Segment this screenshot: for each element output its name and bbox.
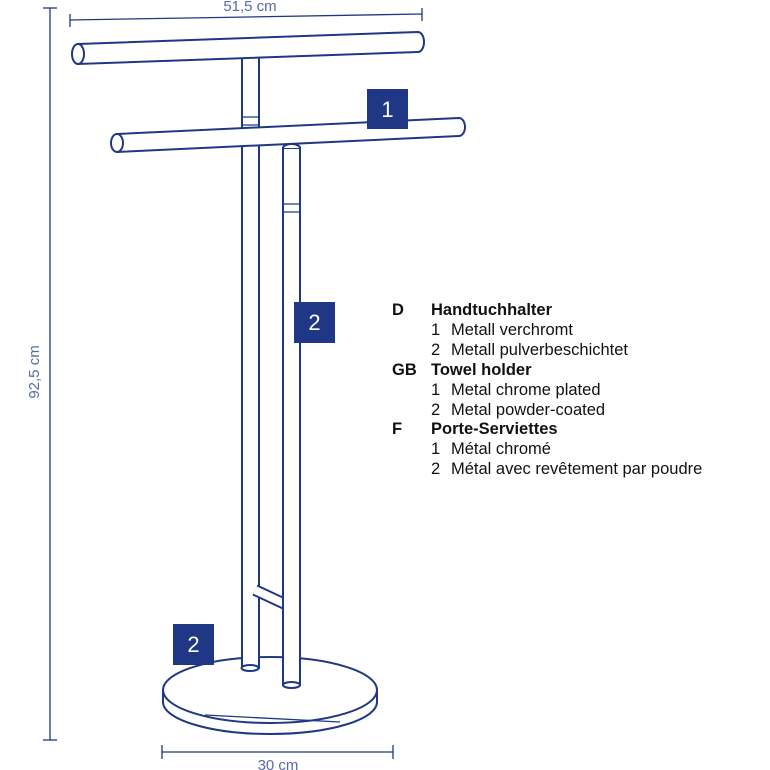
legend-item-number: 1 [431,320,441,339]
dimension-top-width: 51,5 cm [69,0,423,27]
svg-text:2: 2 [308,310,320,335]
legend-item-text: Metal chrome plated [451,380,601,399]
legend-section-f: F Porte-Serviettes 1 Métal chromé 2 Méta… [392,420,702,480]
legend-section-gb: GB Towel holder 1 Metal chrome plated 2 … [392,361,702,421]
connector-peg [252,584,288,610]
legend-item-text: Metall pulverbeschichtet [451,340,629,359]
svg-text:1: 1 [381,97,393,122]
front-upright [282,143,301,689]
dimension-top-width-label: 51,5 cm [223,0,276,15]
legend-item-number: 2 [431,460,441,479]
dimension-base-width-label: 30 cm [258,757,299,770]
legend-item-text: Métal avec revêtement par poudre [451,460,703,479]
legend-code: F [392,420,403,439]
legend-code: GB [392,360,417,379]
legend-section-de: D Handtuchhalter 1 Metall verchromt 2 Me… [392,301,702,361]
badge-base: 2 [173,624,214,665]
badge-top-bar: 1 [367,89,408,129]
dimension-height-label: 92,5 cm [26,345,43,398]
legend-code: D [392,301,404,319]
badge-upright: 2 [294,302,335,343]
dimension-height: 92,5 cm [26,7,57,741]
legend-item-number: 1 [431,380,441,399]
legend-title: Porte-Serviettes [431,420,558,439]
legend-item-text: Metall verchromt [451,320,573,339]
legend-title: Towel holder [431,360,532,379]
svg-text:2: 2 [187,632,199,657]
stand-base [162,656,378,735]
rear-rail [71,30,425,66]
dimension-base-width: 30 cm [161,745,394,770]
legend-item-text: Métal chromé [451,440,551,459]
legend-title: Handtuchhalter [431,301,553,319]
legend-item-number: 2 [431,340,441,359]
legend-item-number: 1 [431,440,441,459]
material-legend: D Handtuchhalter 1 Metall verchromt 2 Me… [392,301,702,480]
legend-item-text: Metal powder-coated [451,400,606,419]
legend-item-number: 2 [431,400,441,419]
